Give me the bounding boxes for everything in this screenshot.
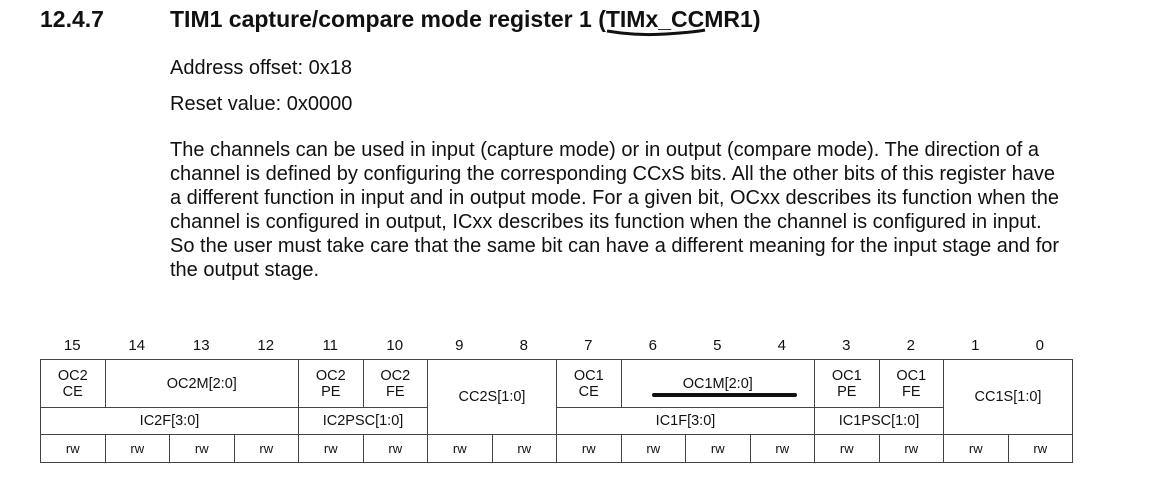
- field-oc2m: OC2M[2:0]: [104, 359, 299, 408]
- address-offset: Address offset: 0x18: [170, 57, 352, 79]
- access-cell: rw: [169, 434, 235, 463]
- field-ic1psc: IC1PSC[1:0]: [814, 407, 944, 435]
- title-prefix: TIM1 capture/compare mode register 1 (: [170, 6, 606, 32]
- bit-number: 10: [386, 337, 404, 354]
- field-oc1fe: OC1 FE: [878, 359, 944, 408]
- handwritten-underline: [606, 28, 706, 37]
- access-cell: rw: [685, 434, 751, 463]
- field-oc2fe: OC2 FE: [362, 359, 428, 408]
- register-name: TIMx_CCMR1: [605, 6, 753, 37]
- section-number: 12.4.7: [40, 6, 104, 32]
- register-name-text: TIMx_CCMR1: [605, 6, 753, 32]
- bit-number: 3: [842, 337, 851, 354]
- bit-number: 1: [971, 337, 980, 354]
- field-ic2psc: IC2PSC[1:0]: [298, 407, 428, 435]
- section-title: TIM1 capture/compare mode register 1 (TI…: [170, 6, 761, 37]
- description: The channels can be used in input (captu…: [170, 139, 1060, 281]
- access-cell: rw: [814, 434, 880, 463]
- field-cc1s: CC1S[1:0]: [943, 359, 1073, 435]
- bit-number: 7: [584, 337, 593, 354]
- bit-number: 4: [777, 337, 786, 354]
- reset-value: Reset value: 0x0000: [170, 93, 353, 115]
- bit-number: 0: [1035, 337, 1044, 354]
- bit-number: 9: [455, 337, 464, 354]
- access-cell: rw: [620, 434, 686, 463]
- access-cell: rw: [749, 434, 815, 463]
- access-cell: rw: [1007, 434, 1073, 463]
- field-oc1ce: OC1 CE: [556, 359, 622, 408]
- access-cell: rw: [491, 434, 557, 463]
- field-oc2pe: OC2 PE: [298, 359, 364, 408]
- register-bit-table: 15 14 13 12 11 10 9 8 7 6 5 4 3 2 1 0 OC…: [40, 333, 1073, 463]
- access-cell: rw: [362, 434, 428, 463]
- bit-number: 5: [713, 337, 722, 354]
- field-ic1f: IC1F[3:0]: [556, 407, 815, 435]
- title-suffix: ): [752, 6, 761, 32]
- bit-number: 15: [63, 337, 81, 354]
- field-oc1m: OC1M[2:0]: [620, 359, 815, 408]
- access-cell: rw: [233, 434, 299, 463]
- bit-number: 14: [128, 337, 146, 354]
- bit-number: 6: [648, 337, 657, 354]
- access-cell: rw: [556, 434, 622, 463]
- access-cell: rw: [878, 434, 944, 463]
- access-cell: rw: [427, 434, 493, 463]
- access-cell: rw: [943, 434, 1009, 463]
- bit-number: 12: [257, 337, 275, 354]
- bit-number: 13: [192, 337, 210, 354]
- bit-number: 2: [906, 337, 915, 354]
- field-oc2ce: OC2 CE: [40, 359, 106, 408]
- access-cell: rw: [298, 434, 364, 463]
- access-cell: rw: [104, 434, 170, 463]
- bit-number: 11: [322, 337, 339, 354]
- field-oc1pe: OC1 PE: [814, 359, 880, 408]
- access-cell: rw: [40, 434, 106, 463]
- field-cc2s: CC2S[1:0]: [427, 359, 557, 435]
- bit-number: 8: [519, 337, 528, 354]
- handwritten-underline-oc1m: [652, 393, 797, 397]
- field-ic2f: IC2F[3:0]: [40, 407, 299, 435]
